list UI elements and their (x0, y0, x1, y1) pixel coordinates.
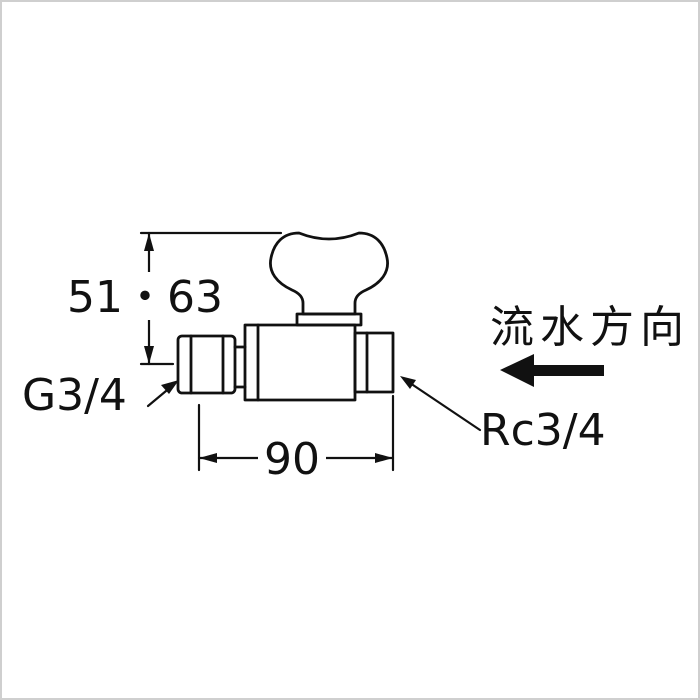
rc34-label: Rc3/4 (480, 405, 606, 456)
length-label-bg (258, 434, 326, 482)
length-dimension: 90 (197, 394, 395, 485)
flow-direction: 流水方向 (490, 302, 690, 387)
height-dimension: 51・63 (62, 231, 283, 366)
g34-leader-arrow (161, 380, 179, 394)
nut-body-neck (233, 345, 247, 389)
valve-bonnet (295, 312, 363, 327)
rc34-callout: Rc3/4 (400, 376, 606, 456)
g34-callout: G3/4 (22, 370, 179, 421)
length-arrow-right (375, 453, 393, 463)
height-arrow-top (144, 233, 154, 251)
flow-left-arrow-icon (500, 354, 604, 387)
height-label-bg (62, 272, 228, 320)
rc34-leader-line (408, 381, 482, 432)
rc34-leader-arrow (400, 376, 416, 389)
valve-handle (269, 231, 389, 316)
length-arrow-left (199, 453, 217, 463)
valve-body (243, 323, 357, 402)
flow-direction-label: 流水方向 (490, 302, 690, 353)
g34-label: G3/4 (22, 370, 127, 421)
height-dimension-label: 51・63 (67, 272, 223, 323)
height-extension-lines (139, 231, 283, 366)
left-nut-facet-lines (189, 334, 225, 395)
height-arrow-bottom (144, 346, 154, 364)
right-socket (353, 331, 395, 394)
valve-drawing (176, 231, 395, 402)
left-nut (176, 334, 237, 395)
length-dimension-label: 90 (264, 434, 320, 485)
